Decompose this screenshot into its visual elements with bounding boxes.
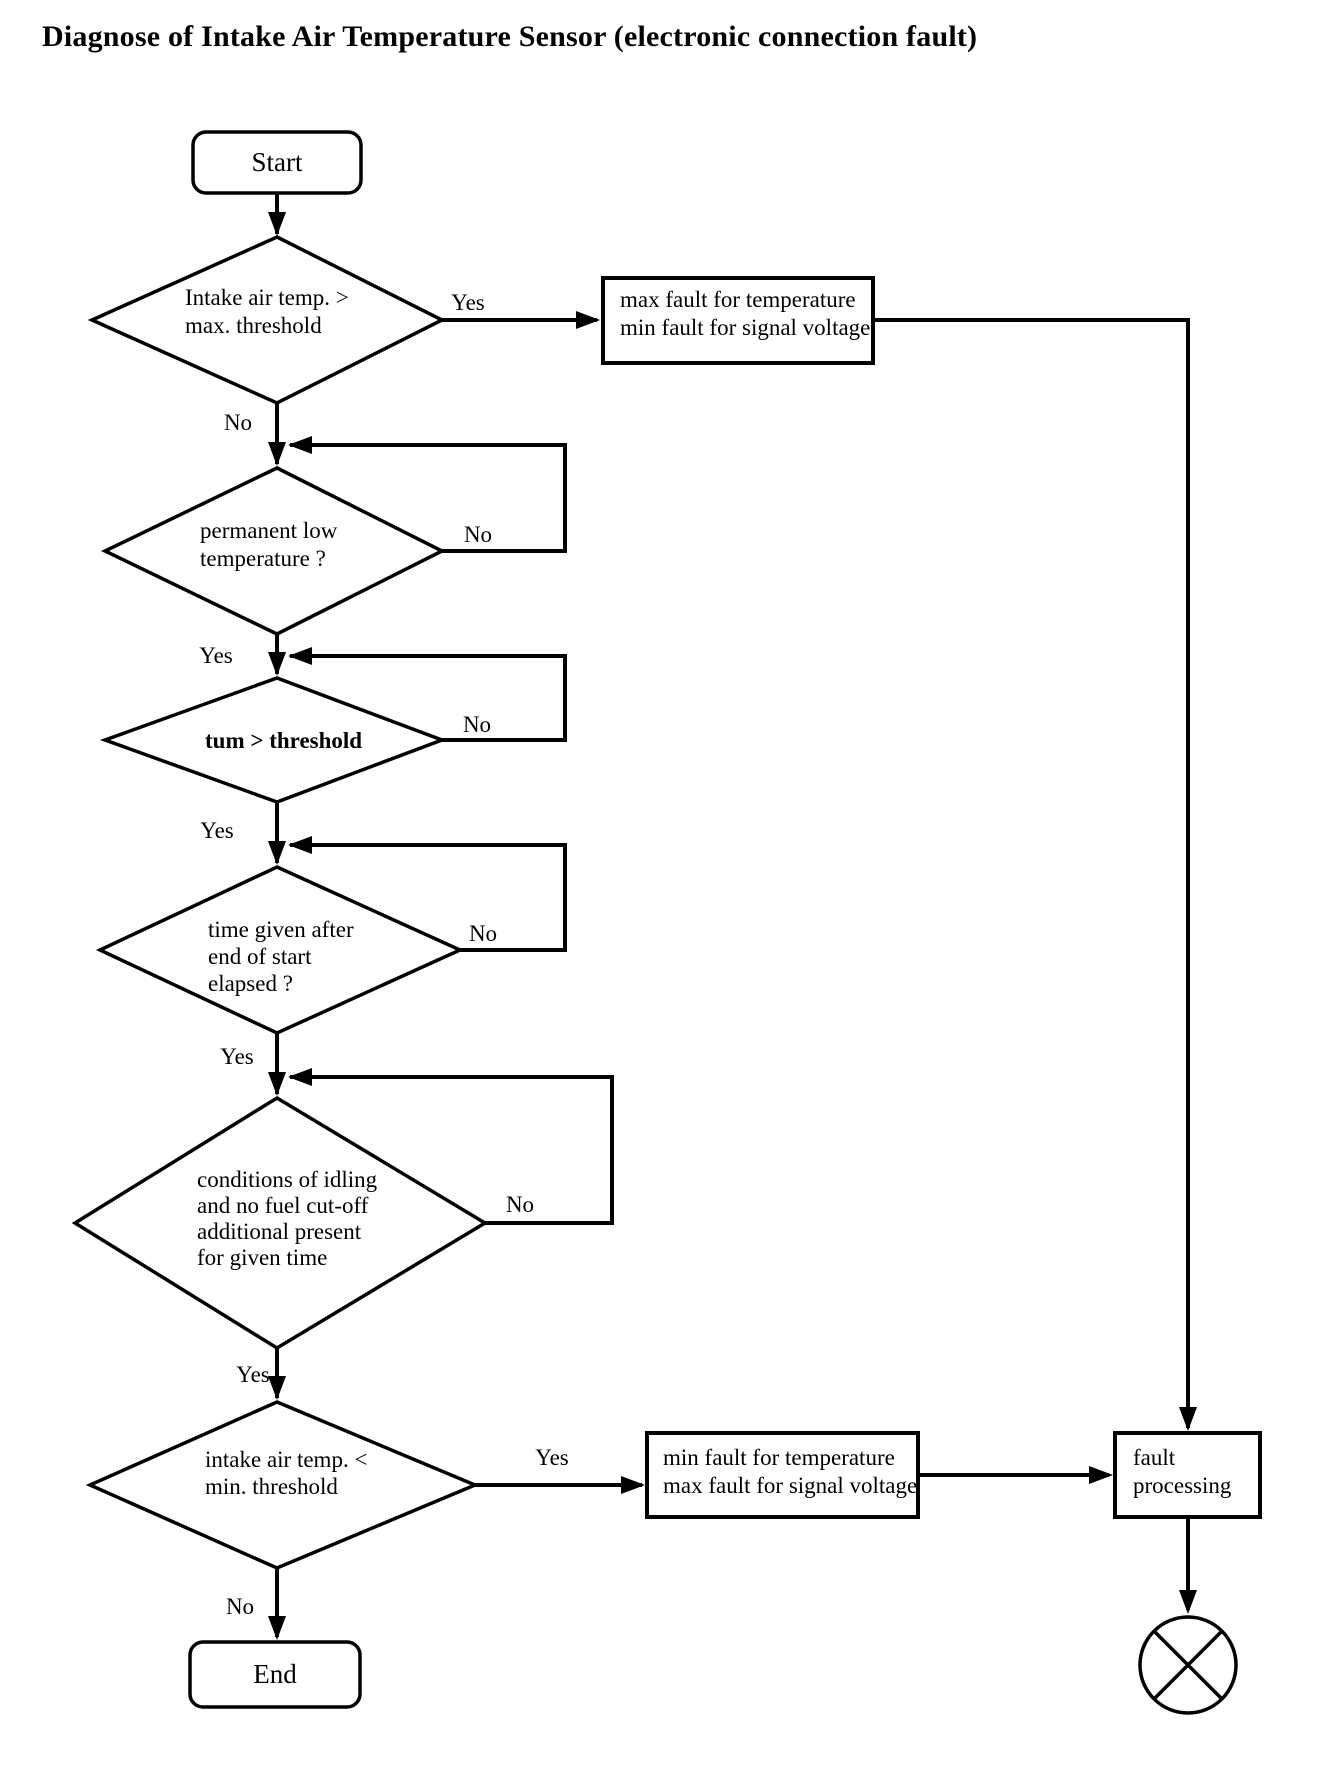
- arrowhead-into-end: [268, 1616, 286, 1640]
- node-decision-tum-threshold: tum > threshold: [99, 676, 447, 804]
- decision-idling-conditions-line: additional present: [197, 1219, 362, 1244]
- label-d6-yes: Yes: [535, 1445, 569, 1470]
- process-min-fault-line: min fault for temperature: [663, 1445, 895, 1470]
- label-d3-no: No: [463, 712, 491, 737]
- node-process-fault-processing: fault processing: [1113, 1431, 1262, 1519]
- process-fault-processing-shape: [1113, 1431, 1262, 1519]
- process-max-fault-shape: [601, 276, 875, 365]
- arrowhead-into-d6: [268, 1376, 286, 1400]
- node-offpage-connector: [1138, 1615, 1238, 1715]
- decision-time-after-start-line: time given after: [208, 917, 354, 942]
- label-d4-yes: Yes: [220, 1044, 254, 1069]
- process-fault-processing-line: fault: [1133, 1445, 1176, 1470]
- decision-intake-temp-max-line: max. threshold: [185, 313, 322, 338]
- node-start: Start: [191, 130, 363, 195]
- node-decision-intake-temp-max: Intake air temp. > max. threshold: [87, 235, 446, 405]
- decision-idling-conditions-line: and no fuel cut-off: [197, 1193, 369, 1218]
- node-process-min-fault: min fault for temperature max fault for …: [645, 1431, 920, 1519]
- node-decision-time-after-start: time given after end of start elapsed ?: [95, 865, 465, 1035]
- arrowhead-into-d2: [268, 442, 286, 466]
- decision-time-after-start-shape: [95, 865, 465, 1035]
- crossed-circle-icon: [1138, 1615, 1238, 1715]
- start-terminator-shape: [191, 130, 363, 195]
- arrowhead-d2-loop-left: [288, 436, 312, 454]
- arrowhead-into-d3: [268, 652, 286, 676]
- end-label: End: [253, 1659, 297, 1689]
- label-d6-no: No: [226, 1594, 254, 1619]
- arrowhead-into-fault-processing-top: [1179, 1407, 1197, 1431]
- decision-idling-conditions-shape: [71, 1095, 489, 1351]
- arrowhead-d3-loop-left: [288, 647, 312, 665]
- process-min-fault-line: max fault for signal voltage: [663, 1473, 917, 1498]
- decision-time-after-start-line: elapsed ?: [208, 971, 293, 996]
- decision-intake-temp-min-shape: [85, 1400, 480, 1570]
- decision-idling-conditions-line: conditions of idling: [197, 1167, 378, 1192]
- arrowhead-into-d4: [268, 841, 286, 865]
- arrowhead-into-min-fault: [621, 1476, 645, 1494]
- decision-intake-temp-max-line: Intake air temp. >: [185, 285, 349, 310]
- label-d1-yes: Yes: [451, 290, 485, 315]
- process-max-fault-line: min fault for signal voltage: [620, 315, 870, 340]
- node-decision-intake-temp-min: intake air temp. < min. threshold: [85, 1400, 480, 1570]
- arrowhead-into-max-fault: [576, 311, 600, 329]
- arrowhead-into-d5: [268, 1072, 286, 1096]
- label-d1-no: No: [224, 410, 252, 435]
- label-d3-yes: Yes: [200, 818, 234, 843]
- decision-idling-conditions-line: for given time: [197, 1245, 327, 1270]
- start-label: Start: [252, 147, 303, 177]
- arrowhead-d5-loop-left: [288, 1068, 312, 1086]
- arrowhead-into-connector: [1179, 1590, 1197, 1614]
- node-decision-idling-conditions: conditions of idling and no fuel cut-off…: [71, 1095, 489, 1351]
- node-end: End: [188, 1640, 362, 1709]
- node-decision-permanent-low-temp: permanent low temperature ?: [100, 466, 446, 636]
- arrowhead-into-fault-processing-left: [1089, 1466, 1113, 1484]
- node-process-max-fault: max fault for temperature min fault for …: [601, 276, 875, 365]
- label-d5-yes: Yes: [236, 1362, 270, 1387]
- decision-permanent-low-temp-shape: [100, 466, 446, 636]
- edge-max-fault-to-fault-processing: [873, 318, 1190, 1428]
- edge-d4-no-loop: [290, 843, 567, 952]
- process-fault-processing-line: processing: [1133, 1473, 1232, 1498]
- edge-d5-no-loop: [290, 1075, 614, 1225]
- decision-intake-temp-max-shape: [87, 235, 446, 405]
- end-terminator-shape: [188, 1640, 362, 1709]
- decision-permanent-low-temp-line: permanent low: [200, 518, 338, 543]
- arrowhead-d4-loop-left: [288, 836, 312, 854]
- edge-d2-no-loop: [290, 443, 567, 553]
- edge-labels: Yes No No Yes No Yes No Yes No Yes Yes N…: [199, 290, 569, 1619]
- decision-time-after-start-line: end of start: [208, 944, 312, 969]
- decision-intake-temp-min-line: intake air temp. <: [205, 1447, 367, 1472]
- label-d4-no: No: [469, 921, 497, 946]
- arrowhead-into-d1: [268, 212, 286, 236]
- process-min-fault-shape: [645, 1431, 920, 1519]
- crossed-circle-diagonal: [1152, 1629, 1224, 1701]
- arrowheads: [268, 212, 1197, 1640]
- edge-d3-no-loop: [290, 654, 567, 742]
- decision-intake-temp-min-line: min. threshold: [205, 1474, 338, 1499]
- page-title: Diagnose of Intake Air Temperature Senso…: [42, 20, 978, 53]
- decision-tum-threshold-line: tum > threshold: [205, 728, 362, 753]
- label-d5-no: No: [506, 1192, 534, 1217]
- label-d2-yes: Yes: [199, 643, 233, 668]
- decision-tum-threshold-shape: [99, 676, 447, 804]
- decision-permanent-low-temp-line: temperature ?: [200, 546, 326, 571]
- connector-lines: [275, 193, 1190, 1637]
- label-d2-no: No: [464, 522, 492, 547]
- process-max-fault-line: max fault for temperature: [620, 287, 856, 312]
